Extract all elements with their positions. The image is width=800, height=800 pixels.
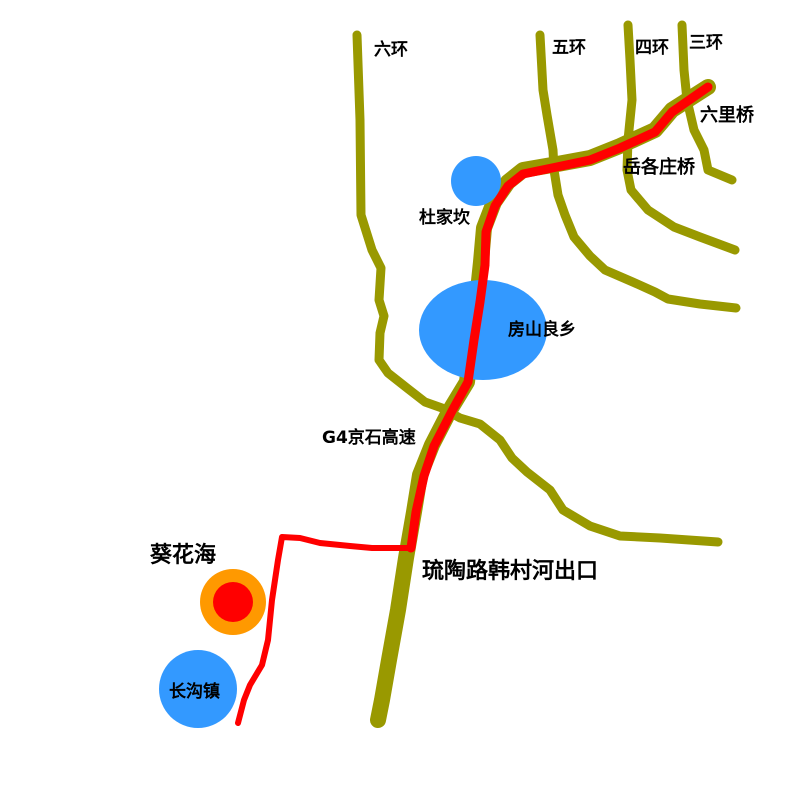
ring-road-6 [352, 30, 723, 547]
label-changgou: 长沟镇 [169, 681, 220, 702]
ring-road-3 [677, 20, 737, 185]
marker-kuihuahai-inner [213, 582, 253, 622]
place-dujiakan [451, 156, 501, 206]
label-ring6: 六环 [374, 39, 408, 60]
ring-road-5 [535, 30, 741, 313]
label-fangshan: 房山良乡 [508, 319, 576, 340]
label-exit: 琉陶路韩村河出口 [422, 558, 598, 584]
label-ring4: 四环 [635, 38, 669, 58]
route-highlight-expressway [406, 82, 713, 553]
place-changgou [159, 650, 237, 728]
label-ring3: 三环 [689, 33, 723, 53]
place-fangshan [419, 280, 547, 380]
label-yuegezhuang: 岳各庄桥 [623, 156, 696, 178]
label-liulijiao: 六里桥 [700, 104, 755, 126]
label-ring5: 五环 [552, 38, 586, 58]
ring-road-4 [622, 20, 740, 255]
label-g4: G4京石高速 [322, 427, 416, 448]
label-dujiakan: 杜家坎 [419, 207, 470, 228]
label-kuihuahai: 葵花海 [149, 542, 216, 568]
